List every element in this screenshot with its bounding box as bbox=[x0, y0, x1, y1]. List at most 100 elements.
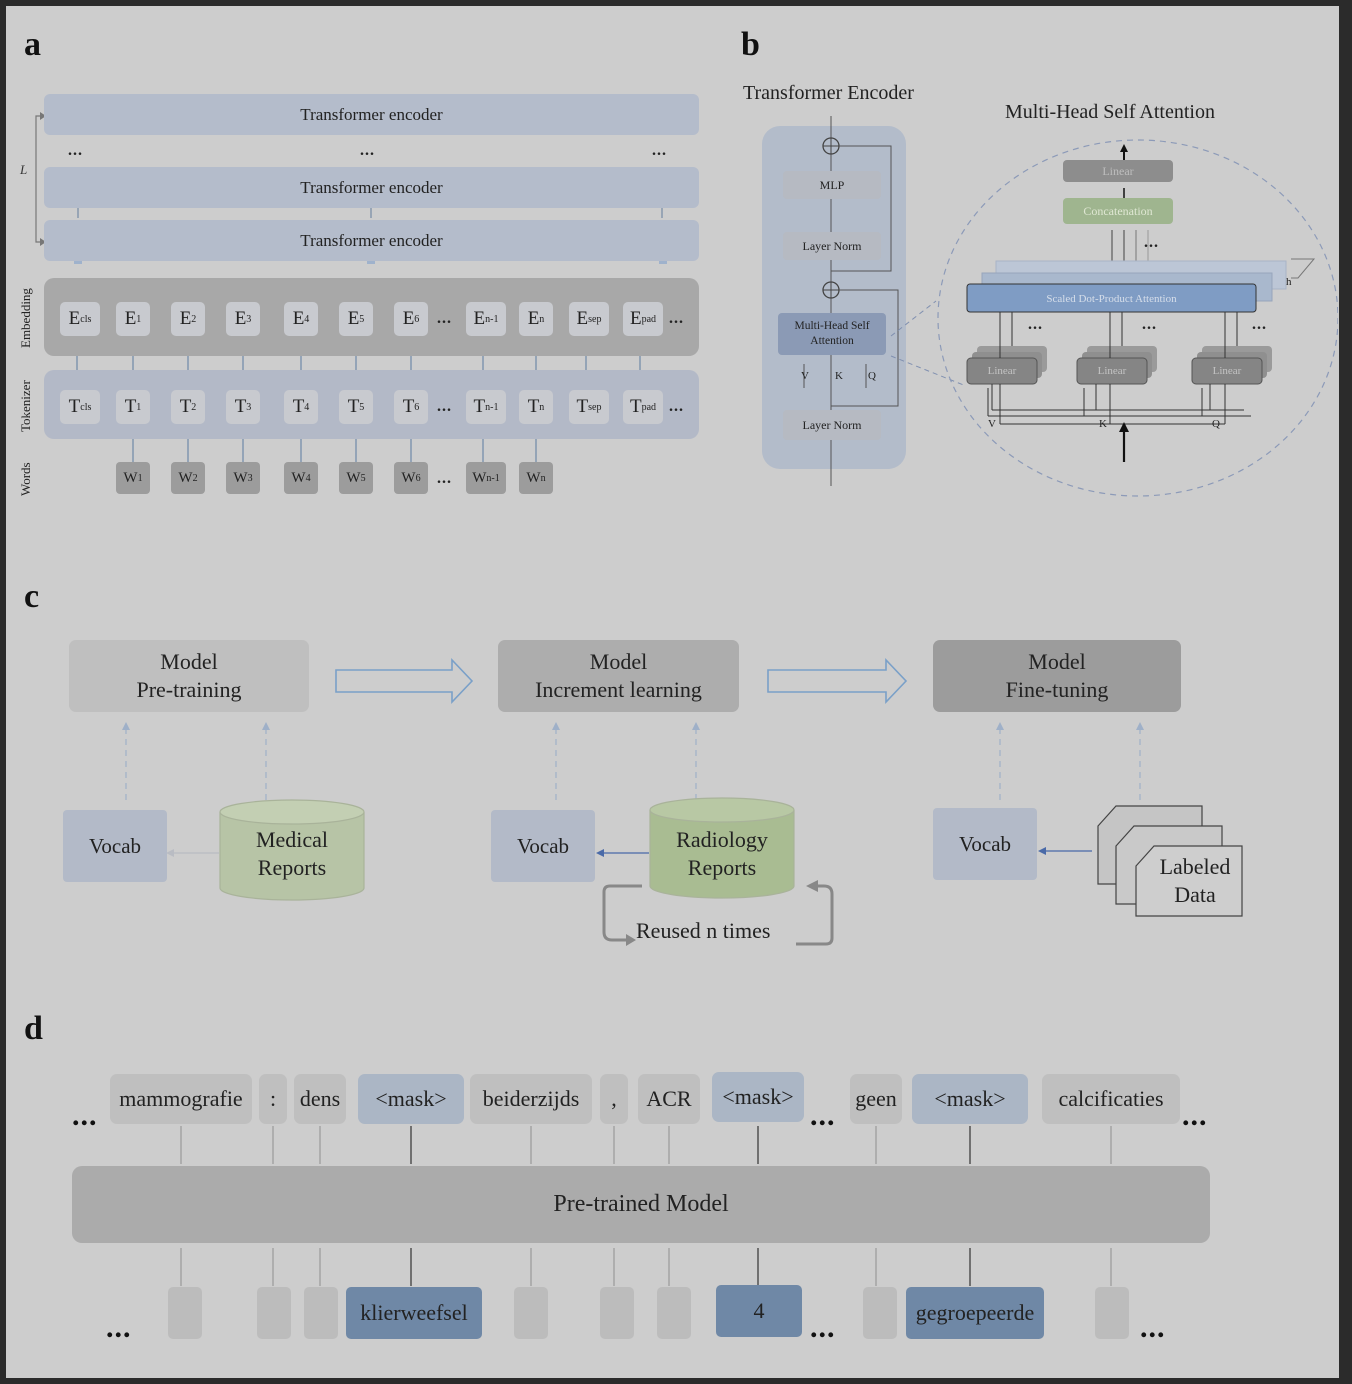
tokenizer-token-subscript: 6 bbox=[414, 401, 420, 413]
input-token: : bbox=[259, 1074, 287, 1124]
embedding-token-base: E bbox=[68, 308, 81, 329]
layer-norm-bottom: Layer Norm bbox=[783, 410, 881, 440]
linear-output: Linear bbox=[1063, 160, 1173, 182]
tokenizer-token-subscript: 5 bbox=[359, 401, 365, 413]
input-token: dens bbox=[294, 1074, 346, 1124]
panel-b-graphics bbox=[762, 116, 1338, 497]
embedding-token-base: ... bbox=[437, 310, 452, 327]
tokenizer-token-base: T bbox=[402, 396, 415, 417]
output-placeholder bbox=[657, 1287, 691, 1339]
embedding-token-subscript: sep bbox=[588, 313, 602, 325]
dots-right: ... bbox=[652, 142, 667, 159]
panel-b-label: b bbox=[741, 26, 760, 63]
embedding-token-base: E bbox=[234, 308, 247, 329]
output-ellipsis-1: ... bbox=[106, 1311, 132, 1344]
linear-dots-1: ... bbox=[1028, 316, 1043, 333]
linear-dots-3: ... bbox=[1252, 316, 1267, 333]
encoder-title: Transformer Encoder bbox=[743, 82, 914, 104]
word-token-base: W bbox=[178, 469, 193, 486]
output-placeholder bbox=[514, 1287, 548, 1339]
vocab-increment: Vocab bbox=[491, 810, 595, 882]
stage-fine-tuning: Model Fine-tuning bbox=[933, 640, 1181, 712]
embedding-token-base: E bbox=[473, 308, 486, 329]
embedding-token-subscript: 2 bbox=[191, 313, 197, 325]
word-token-subscript: 1 bbox=[137, 472, 143, 484]
panel-a-label: a bbox=[24, 26, 41, 63]
mlp-block: MLP bbox=[783, 171, 881, 199]
input-ellipsis-3: ... bbox=[1182, 1099, 1208, 1132]
word-token-subscript: n bbox=[540, 472, 546, 484]
linear-q: Linear bbox=[1212, 365, 1242, 377]
transformer-encoder-mid: Transformer encoder bbox=[44, 167, 699, 208]
stage-pretraining-line1: Model bbox=[160, 649, 218, 674]
embedding-token-subscript: 6 bbox=[414, 313, 420, 325]
stage-increment-learning: Model Increment learning bbox=[498, 640, 739, 712]
tokenizer-token-subscript: pad bbox=[641, 401, 657, 413]
output-placeholder bbox=[863, 1287, 897, 1339]
output-placeholder bbox=[1095, 1287, 1129, 1339]
tokenizer-token: ... bbox=[669, 398, 684, 416]
layer-norm-top: Layer Norm bbox=[783, 232, 881, 260]
radiology-reports-db: Radiology Reports bbox=[650, 824, 794, 884]
mask-token: <mask> bbox=[912, 1074, 1028, 1124]
output-placeholder bbox=[600, 1287, 634, 1339]
embedding-token-base: E bbox=[576, 308, 589, 329]
input-ellipsis-1: ... bbox=[72, 1099, 98, 1132]
linear-k: Linear bbox=[1097, 365, 1127, 377]
word-token-subscript: 4 bbox=[305, 472, 311, 484]
embedding-token-subscript: cls bbox=[80, 313, 92, 325]
tokenizer-row-label: Tokenizer bbox=[18, 380, 33, 432]
concatenation-block: Concatenation bbox=[1063, 198, 1173, 224]
word-token-base: W bbox=[401, 469, 416, 486]
embedding-token-subscript: n bbox=[539, 313, 545, 325]
embedding-token-base: E bbox=[179, 308, 192, 329]
word-token: ... bbox=[437, 470, 452, 488]
tokenizer-token-subscript: n-1 bbox=[485, 401, 499, 413]
word-token-base: W bbox=[526, 469, 541, 486]
input-token: mammografie bbox=[110, 1074, 252, 1124]
tokenizer-token-base: ... bbox=[669, 398, 684, 415]
enc-v-label: V bbox=[801, 370, 809, 382]
embedding-token: ... bbox=[437, 310, 452, 328]
vocab-finetuning: Vocab bbox=[933, 808, 1037, 880]
input-token: calcificaties bbox=[1042, 1074, 1180, 1124]
panel-c-label: c bbox=[24, 578, 40, 615]
mhsa-q-label: Q bbox=[1212, 418, 1220, 430]
word-token-subscript: 3 bbox=[247, 472, 253, 484]
tokenizer-token-base: T bbox=[347, 396, 360, 417]
embedding-token: ... bbox=[669, 310, 684, 328]
tokenizer-token-base: T bbox=[68, 396, 81, 417]
embedding-token-base: E bbox=[527, 308, 540, 329]
predicted-token: gegroepeerde bbox=[906, 1287, 1044, 1339]
linear-v: Linear bbox=[987, 365, 1017, 377]
output-ellipsis-3: ... bbox=[1140, 1311, 1166, 1344]
word-token-subscript: 6 bbox=[415, 472, 421, 484]
medical-reports-db: Medical Reports bbox=[220, 824, 364, 884]
medical-reports-line2: Reports bbox=[257, 855, 327, 880]
mhsa-k-label: K bbox=[1099, 418, 1107, 430]
enc-q-label: Q bbox=[868, 370, 876, 382]
labeled-data-line1: Labeled bbox=[1159, 854, 1231, 879]
dots-left: ... bbox=[68, 142, 83, 159]
dots-mid: ... bbox=[360, 142, 375, 159]
tokenizer-token-base: T bbox=[576, 396, 589, 417]
embedding-token-base: E bbox=[402, 308, 415, 329]
input-token: geen bbox=[850, 1074, 902, 1124]
